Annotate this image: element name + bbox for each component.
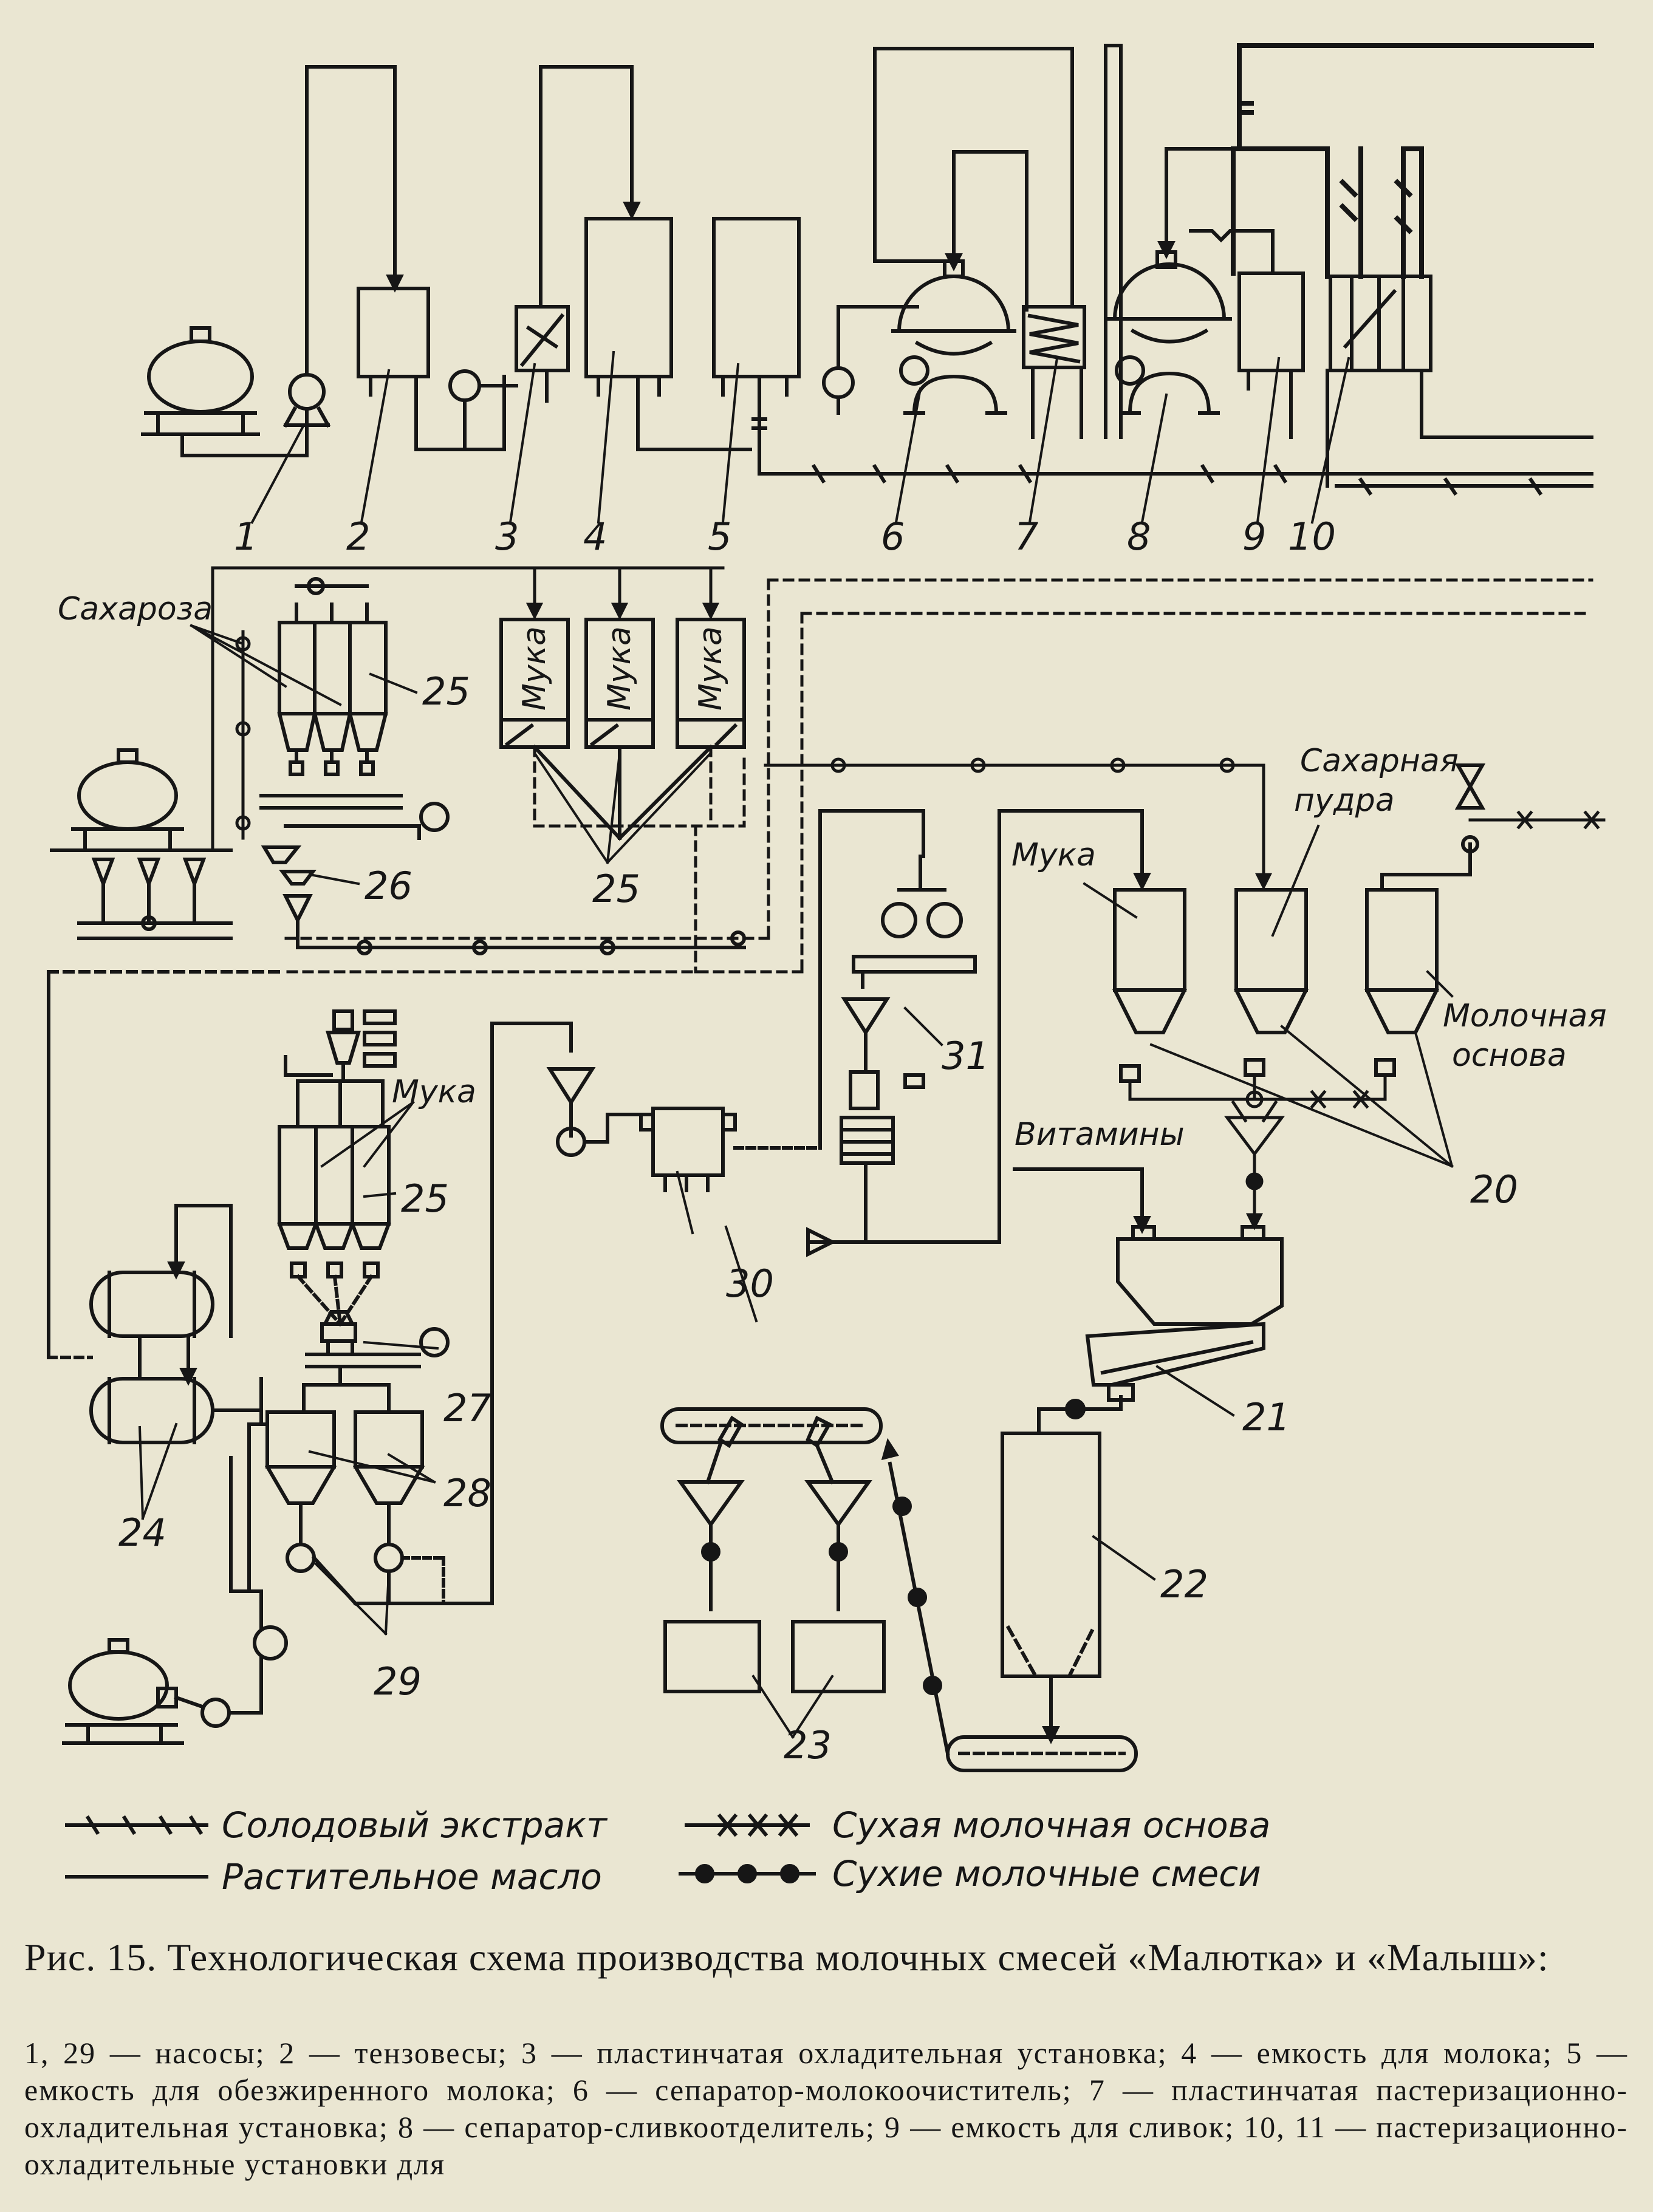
label-sugar-powder-1: Сахарная — [1300, 743, 1459, 779]
label-24: 24 — [118, 1511, 166, 1555]
legend-malt-extract: Солодовый экстракт — [65, 1804, 608, 1846]
legend-dry-milk-base: Сухая молочная основа — [685, 1804, 1270, 1846]
milk-tanker-top — [141, 326, 293, 457]
label-3: 3 — [495, 514, 519, 559]
pump-1 — [282, 65, 404, 457]
bin-label-flour-1: Мука — [516, 626, 553, 711]
separator-milk-cleaner-6 — [891, 150, 1028, 415]
pumps-29 — [286, 1022, 494, 1606]
legend-text-malt: Солодовый экстракт — [222, 1804, 608, 1846]
label-1: 1 — [234, 514, 258, 559]
label-flour-lower: Мука — [392, 1074, 476, 1110]
legend-text-dry-mix: Сухие молочные смеси — [832, 1853, 1261, 1894]
storage-silo-22 — [1001, 1395, 1123, 1744]
dosing-unit-31 — [806, 809, 1028, 1257]
label-25-flour: 25 — [592, 867, 640, 911]
label-2: 2 — [346, 514, 370, 559]
label-31: 31 — [942, 1034, 990, 1078]
label-9: 9 — [1242, 514, 1266, 559]
text-labels: Сахароза Мука Сахарная пудра Молочная ос… — [58, 591, 1607, 1153]
process-flow-diagram: 1 2 3 4 5 6 7 8 9 10 25 26 25 25 27 28 2… — [47, 43, 1607, 1897]
label-5: 5 — [708, 514, 731, 559]
dry-base-lines — [284, 578, 1593, 974]
label-4: 4 — [583, 514, 607, 559]
milk-tanker-bottom — [62, 1625, 288, 1745]
bins-28 — [264, 1410, 425, 1505]
label-20: 20 — [1470, 1167, 1518, 1212]
sucrose-feed-line — [211, 566, 725, 852]
mixer-21 — [1013, 1167, 1284, 1402]
label-25-lower: 25 — [401, 1176, 449, 1221]
milk-tanker-middle — [50, 748, 233, 940]
pump-3 — [822, 305, 919, 415]
label-22: 22 — [1160, 1562, 1208, 1606]
milk-tank-4 — [584, 217, 752, 451]
cream-tank-9 — [1189, 229, 1305, 439]
label-29: 29 — [374, 1659, 422, 1704]
leader-lines — [138, 350, 1454, 1739]
legend: Солодовый экстракт Растительное масло Су… — [65, 1804, 1270, 1897]
malt-extract-collector — [758, 369, 1593, 496]
separator-cream-8 — [1104, 44, 1235, 439]
plate-pasteurizer-7 — [873, 47, 1086, 439]
label-flour-right: Мука — [1011, 837, 1096, 873]
doser-26 — [261, 845, 746, 955]
bin-label-flour-2: Мука — [601, 626, 638, 711]
label-26: 26 — [364, 864, 412, 908]
legend-text-dry-base: Сухая молочная основа — [832, 1804, 1270, 1846]
vitamin-unit-30 — [490, 809, 925, 1192]
label-10: 10 — [1288, 514, 1336, 559]
label-6: 6 — [881, 514, 905, 559]
equipment-number-labels: 1 2 3 4 5 6 7 8 9 10 25 26 25 25 27 28 2… — [118, 514, 1518, 1767]
label-8: 8 — [1127, 514, 1151, 559]
legend-vegetable-oil: Растительное масло — [65, 1856, 602, 1897]
label-sucrose: Сахароза — [58, 591, 213, 627]
sucrose-silos-25 — [259, 577, 450, 840]
label-vitamins: Витамины — [1015, 1116, 1185, 1153]
legend-dry-milk-mixes: Сухие молочные смеси — [679, 1853, 1261, 1894]
figure-legend-description: 1, 29 — насосы; 2 — тензовесы; 3 — пласт… — [24, 2036, 1628, 2181]
oil-tanks-24 — [47, 970, 287, 1630]
mixing-silos-20 — [998, 763, 1486, 1083]
label-23: 23 — [784, 1723, 832, 1767]
flour-bins-25 — [499, 618, 746, 841]
sucrose-to-sugar-powder — [764, 757, 1273, 890]
figure-caption: Рис. 15. Технологическая схема производс… — [24, 1936, 1549, 1979]
label-7: 7 — [1015, 514, 1038, 559]
label-milk-base-2: основа — [1452, 1037, 1567, 1074]
flour-silos-25-lower — [277, 1009, 397, 1327]
mixer-27 — [302, 1310, 450, 1411]
skim-milk-tank-5 — [712, 217, 801, 476]
packaging-23 — [660, 1407, 1138, 1772]
label-21: 21 — [1242, 1395, 1290, 1439]
dry-milk-base-line — [1128, 810, 1606, 1231]
pasteurizer-10 — [1329, 275, 1432, 372]
label-27: 27 — [443, 1386, 491, 1430]
label-30: 30 — [726, 1261, 774, 1306]
label-25-sucrose: 25 — [422, 669, 470, 714]
bin-label-flour-3: Мука — [693, 626, 729, 711]
tensoscales-2 — [357, 287, 457, 451]
malt-extract-line-top — [1231, 43, 1594, 279]
label-28: 28 — [443, 1471, 491, 1515]
label-milk-base-1: Молочная — [1443, 998, 1607, 1034]
legend-text-oil: Растительное масло — [222, 1856, 602, 1897]
pump-2 — [448, 369, 518, 451]
label-sugar-powder-2: пудра — [1294, 782, 1395, 819]
plate-cooler-3 — [515, 65, 641, 403]
